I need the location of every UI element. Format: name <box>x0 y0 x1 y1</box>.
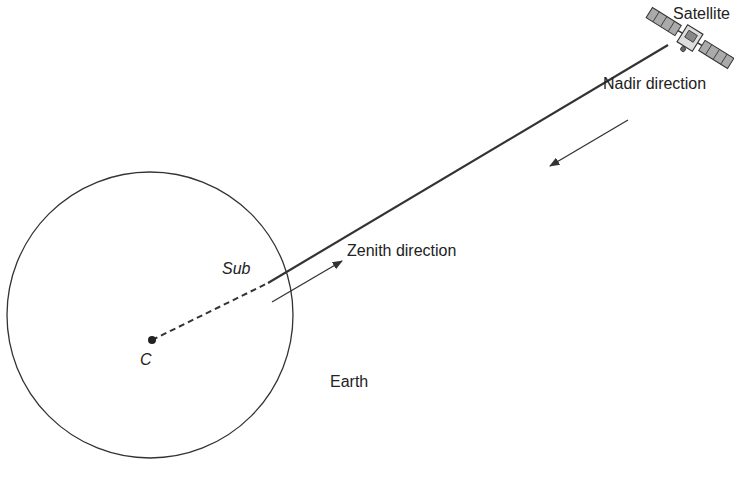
dashed-radius <box>152 283 268 340</box>
satellite-icon <box>641 4 734 76</box>
earth-label: Earth <box>330 372 368 391</box>
subpoint-label: Sub <box>222 259 250 278</box>
center-dot <box>148 336 156 344</box>
earth-circle <box>7 172 293 458</box>
nadir-arrow <box>550 120 628 166</box>
satellite-label: Satellite <box>673 4 730 23</box>
zenith-arrow <box>272 261 342 302</box>
direction-label: Nadir direction <box>603 74 706 93</box>
direction-label: Zenith direction <box>347 241 456 260</box>
center-label: C <box>140 350 152 369</box>
